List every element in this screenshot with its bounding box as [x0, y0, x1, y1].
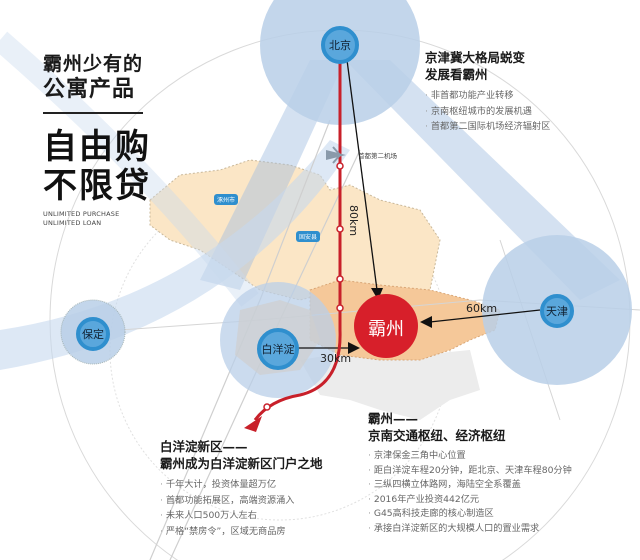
tianjin-label: 天津	[546, 305, 568, 318]
arrowhead	[371, 288, 383, 300]
headline-line2: 公寓产品	[43, 77, 136, 102]
radiation-band	[0, 31, 259, 307]
section-title: 白洋淀新区——	[160, 439, 248, 454]
baiyangdian-label: 白洋淀	[261, 343, 295, 356]
section-title: 京津冀大格局蜕变	[425, 50, 526, 65]
guan-badge: 固安县	[296, 231, 321, 242]
section-xiongan: 白洋淀新区—— 霸州成为白洋淀新区门户之地 千年大计，投资体量超万亿 首都功能拓…	[160, 438, 370, 539]
rail-station	[336, 304, 344, 312]
bullet-item: 非首都功能产业转移	[425, 88, 635, 104]
bullet-item: 三纵四横立体路网，海陆空全系覆盖	[368, 478, 638, 493]
baoding-marker	[76, 317, 110, 351]
distance-tianjin: 60km	[466, 302, 498, 315]
beijing-bazhou-line	[346, 59, 378, 291]
bullet-item: 严格“禁房令”，区域无商品房	[160, 524, 370, 540]
rail-station	[336, 225, 344, 233]
tianjin-marker	[540, 294, 574, 328]
bullet-list: 京津保金三角中心位置 距白洋淀车程20分钟，距北京、天津车程80分钟 三纵四横立…	[368, 449, 638, 536]
land-south	[300, 350, 480, 420]
bullet-item: 承接白洋淀新区的大规模人口的置业需求	[368, 522, 638, 537]
bullet-list: 千年大计，投资体量超万亿 首都功能拓展区，高端资源涌入 未来人口500万人左右 …	[160, 477, 370, 539]
arrowhead	[420, 316, 432, 328]
bullet-item: 距白洋淀车程20分钟，距北京、天津车程80分钟	[368, 464, 638, 479]
bullet-item: 首都第二国际机场经济辐射区	[425, 119, 635, 135]
baoding-label: 保定	[82, 328, 104, 341]
bullet-item: 京津保金三角中心位置	[368, 449, 638, 464]
airplane-icon	[326, 146, 346, 164]
bullet-item: 2016年产业投资442亿元	[368, 493, 638, 508]
headline-divider	[43, 112, 143, 114]
bullet-list: 非首都功能产业转移 京南枢纽城市的发展机遇 首都第二国际机场经济辐射区	[425, 88, 635, 135]
railway-arrowhead	[244, 416, 262, 432]
headline-big-line2: 不限贷	[43, 166, 151, 206]
bullet-item: 首都功能拓展区，高端资源涌入	[160, 493, 370, 509]
section-title: 霸州成为白洋淀新区门户之地	[160, 456, 323, 471]
arrowhead	[348, 342, 360, 354]
rail-station	[263, 403, 271, 411]
zhuozhou-badge: 涿州市	[214, 194, 239, 205]
bullet-item: 未来人口500万人左右	[160, 508, 370, 524]
bullet-item: 千年大计，投资体量超万亿	[160, 477, 370, 493]
section-jingjinji: 京津冀大格局蜕变 发展看霸州 非首都功能产业转移 京南枢纽城市的发展机遇 首都第…	[425, 49, 635, 135]
headline-big-line1: 自由购	[43, 127, 151, 167]
headline-line1: 霸州少有的	[43, 53, 144, 75]
bullet-item: 京南枢纽城市的发展机遇	[425, 104, 635, 120]
headline-en-line2: UNLIMITED LOAN	[43, 219, 102, 227]
section-title: 京南交通枢纽、经济枢纽	[368, 428, 506, 443]
distance-baiyangdian: 30km	[320, 352, 352, 365]
beijing-label: 北京	[329, 39, 351, 52]
rail-station	[336, 162, 344, 170]
headline-en-line1: UNLIMITED PURCHASE	[43, 210, 120, 218]
distance-beijing: 80km	[347, 205, 360, 237]
baiyangdian-marker	[257, 328, 299, 370]
bazhou-marker	[354, 294, 418, 358]
section-title: 霸州——	[368, 411, 419, 426]
section-title: 发展看霸州	[425, 67, 488, 82]
section-hub: 霸州—— 京南交通枢纽、经济枢纽 京津保金三角中心位置 距白洋淀车程20分钟，距…	[368, 410, 638, 536]
bullet-item: G45高科技走廊的核心制造区	[368, 507, 638, 522]
rail-station	[336, 275, 344, 283]
bazhou-label: 霸州	[368, 319, 404, 340]
airport-label: 首都第二机场	[358, 152, 397, 160]
beijing-marker	[321, 26, 359, 64]
tianjin-bazhou-line	[429, 309, 541, 323]
